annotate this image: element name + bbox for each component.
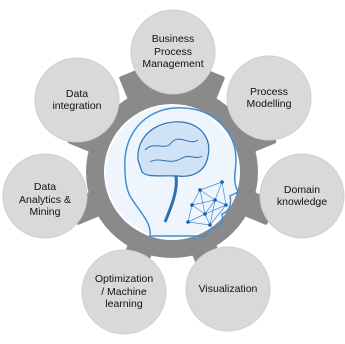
brain-stem bbox=[163, 175, 178, 223]
network-node bbox=[220, 180, 224, 184]
network-edge bbox=[204, 199, 216, 215]
network-node bbox=[190, 203, 194, 207]
network-edge bbox=[209, 204, 227, 226]
network-node bbox=[208, 223, 212, 227]
network-edge bbox=[199, 189, 216, 201]
network-node bbox=[224, 203, 228, 207]
network-edge bbox=[191, 204, 206, 215]
head-outline bbox=[124, 107, 240, 237]
network-edge bbox=[214, 199, 227, 206]
network-edge bbox=[187, 204, 193, 223]
node-circle-visualization bbox=[185, 246, 271, 332]
network-node bbox=[198, 188, 202, 192]
node-circle-data-integration bbox=[34, 57, 120, 143]
node-circle-process-modelling bbox=[226, 55, 312, 141]
network-edge bbox=[221, 181, 227, 206]
network-edge bbox=[204, 204, 227, 215]
node-circle-optimization-ml bbox=[81, 249, 167, 335]
network-edge bbox=[209, 199, 216, 226]
brain-head-icon bbox=[106, 106, 240, 238]
node-circle-bpm bbox=[130, 9, 216, 95]
network-edge bbox=[191, 189, 201, 206]
network-edge bbox=[214, 181, 223, 201]
network-edge bbox=[187, 221, 211, 226]
network-edge bbox=[199, 189, 206, 215]
network-edge bbox=[199, 181, 223, 191]
node-circle-domain-knowledge bbox=[259, 153, 345, 239]
network-edge bbox=[191, 199, 216, 206]
brain-folds bbox=[144, 138, 203, 163]
network-edge bbox=[187, 213, 206, 223]
brain-shape bbox=[137, 121, 210, 177]
network-node bbox=[203, 212, 207, 216]
node-circle-data-analytics bbox=[2, 153, 88, 239]
network-edge bbox=[204, 213, 211, 226]
network-node bbox=[213, 198, 217, 202]
network-node bbox=[186, 220, 190, 224]
